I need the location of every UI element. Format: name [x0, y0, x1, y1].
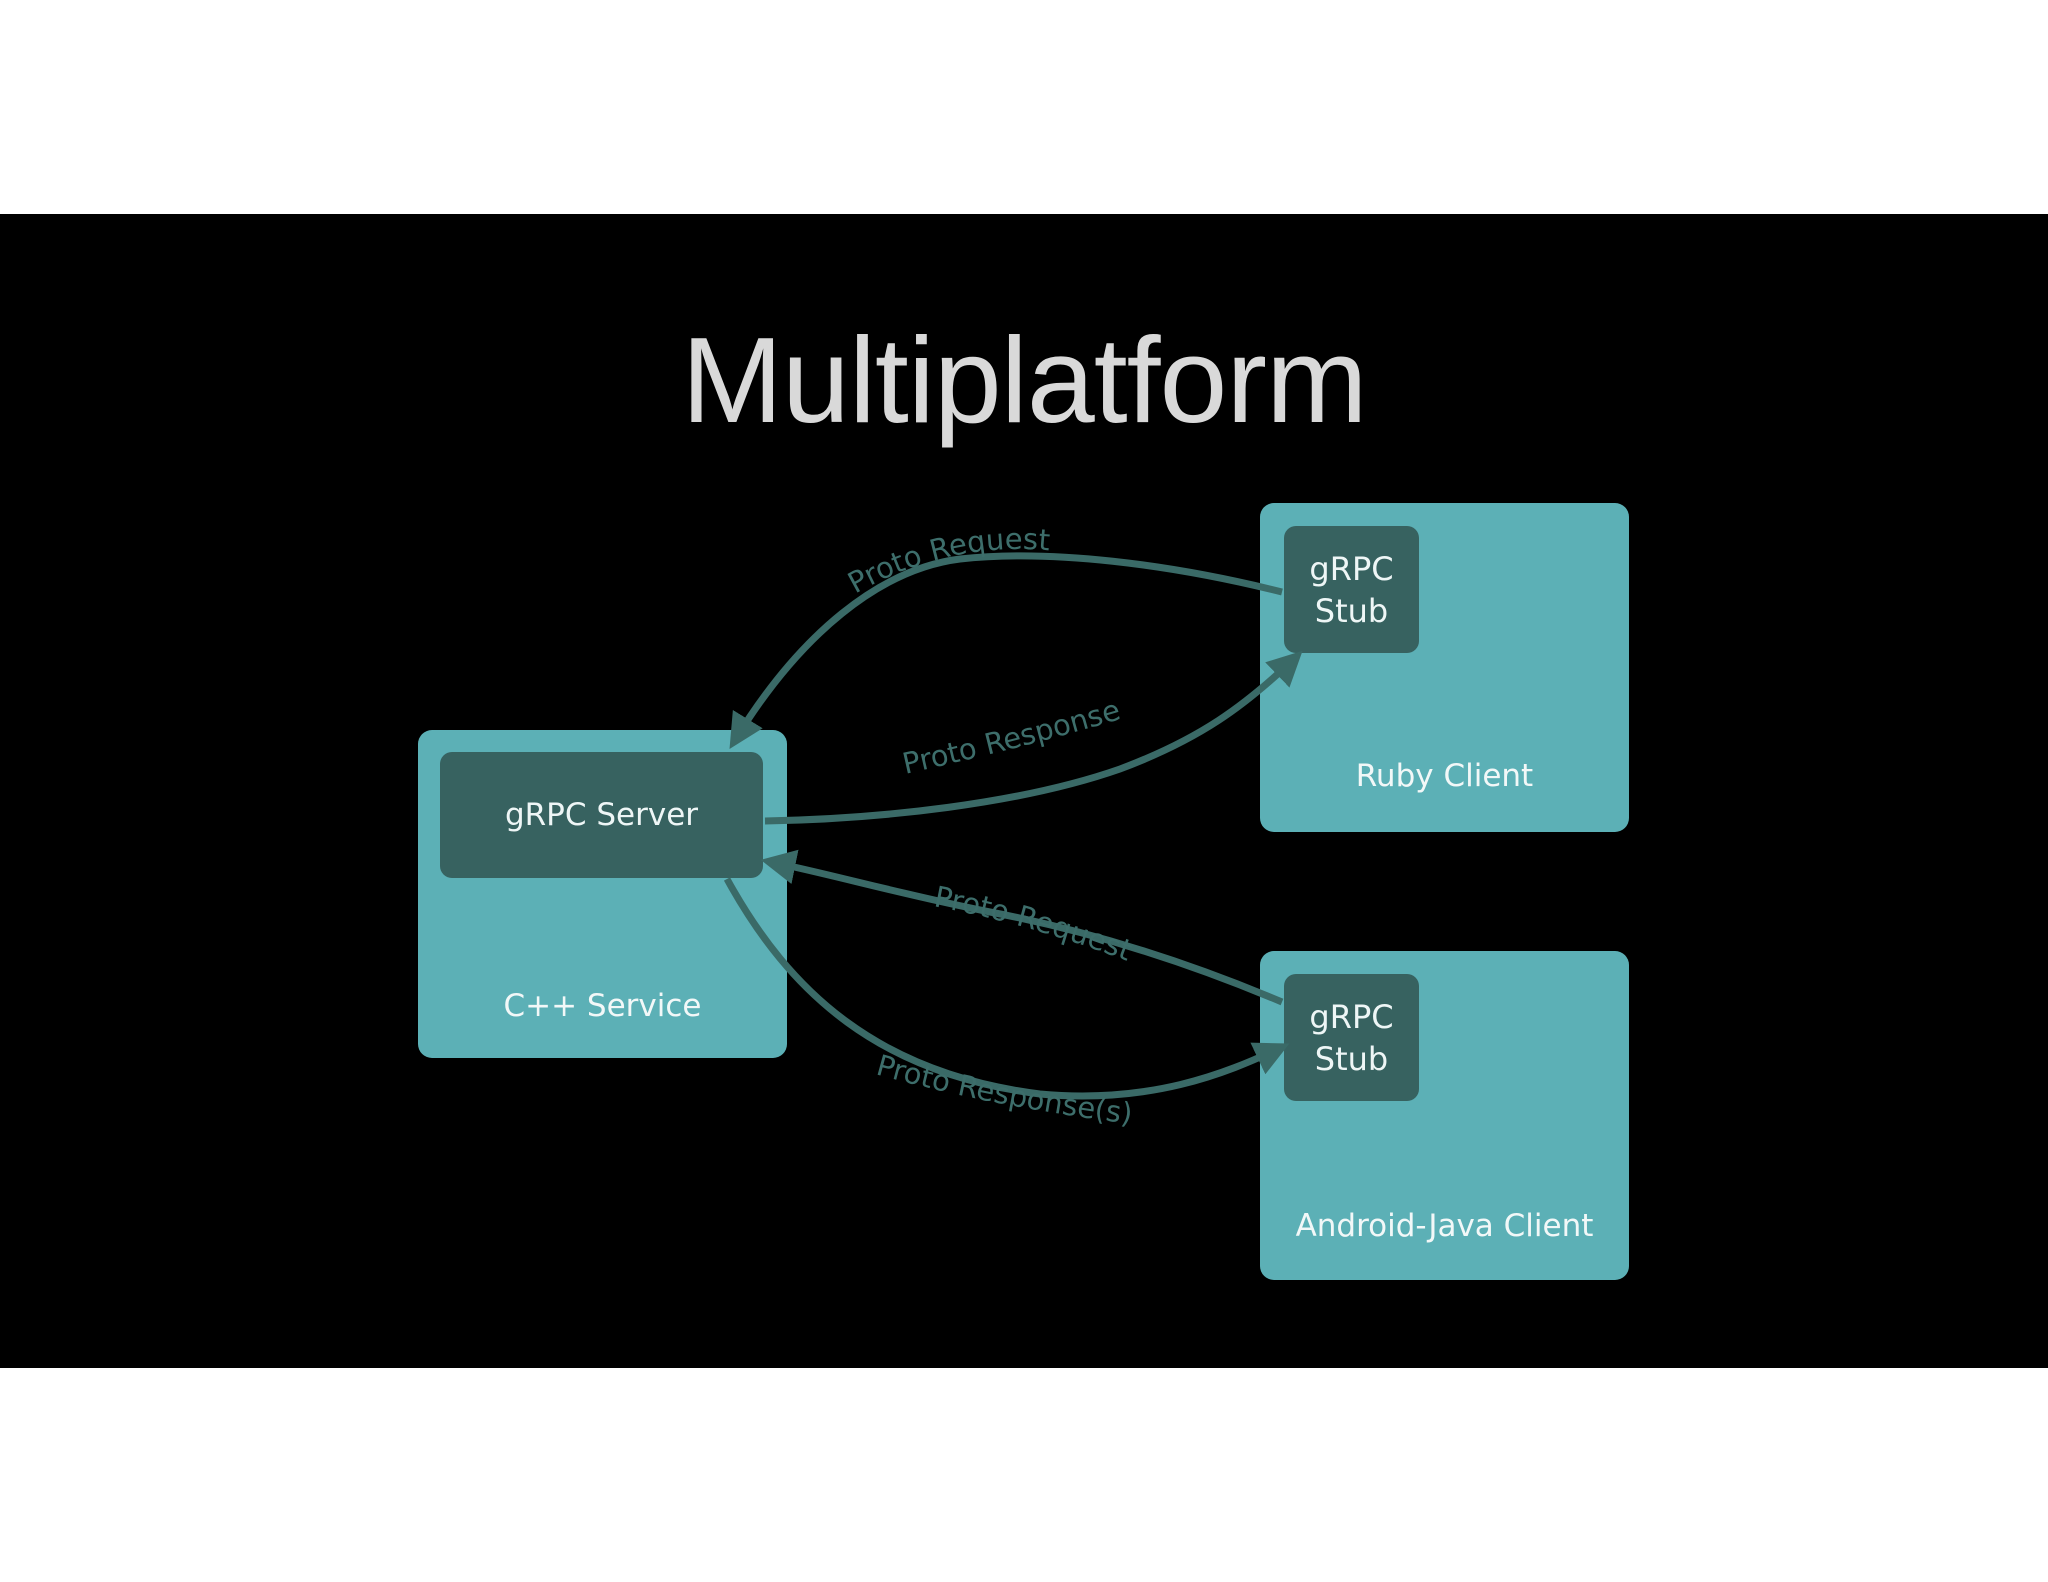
- android-java-client-label: Android-Java Client: [1295, 1208, 1594, 1244]
- grpc-server-label: gRPC Server: [504, 797, 699, 833]
- slide-title: Multiplatform: [681, 312, 1367, 448]
- ruby-client-box: gRPC Stub Ruby Client: [1260, 503, 1629, 832]
- edge-label-ruby-response: Proto Response: [899, 693, 1124, 781]
- arrow-ruby-response: [764, 650, 1303, 825]
- slide: Multiplatform gRPC Server C++ Service gR…: [0, 214, 2048, 1368]
- ruby-stub-line2: Stub: [1314, 591, 1389, 630]
- cpp-service-label: C++ Service: [503, 988, 702, 1024]
- edge-label-android-request: Proto Request: [932, 879, 1137, 967]
- diagram-arrows: Proto Request Proto Response Proto Reque…: [723, 522, 1303, 1131]
- cpp-service-box: gRPC Server C++ Service: [418, 730, 787, 1058]
- edge-label-ruby-response-text: Proto Response: [899, 693, 1124, 781]
- edge-label-android-response: Proto Response(s): [873, 1048, 1134, 1131]
- edge-label-ruby-request-text: Proto Request: [842, 522, 1051, 600]
- android-stub-line1: gRPC: [1309, 997, 1394, 1036]
- arrow-android-request: [760, 849, 1284, 1006]
- ruby-stub-line1: gRPC: [1309, 549, 1394, 588]
- edge-label-android-response-text: Proto Response(s): [873, 1048, 1134, 1131]
- edge-label-ruby-request: Proto Request: [842, 522, 1051, 600]
- ruby-grpc-stub-box: gRPC Stub: [1284, 526, 1419, 653]
- arrow-ruby-request: [729, 552, 1283, 749]
- grpc-server-box: gRPC Server: [440, 752, 763, 878]
- arrow-android-response: [723, 877, 1290, 1100]
- android-stub-line2: Stub: [1314, 1039, 1389, 1078]
- android-java-client-box: gRPC Stub Android-Java Client: [1260, 951, 1629, 1280]
- android-grpc-stub-box: gRPC Stub: [1284, 974, 1419, 1101]
- ruby-client-label: Ruby Client: [1355, 758, 1534, 794]
- edge-label-android-request-text: Proto Request: [932, 879, 1137, 967]
